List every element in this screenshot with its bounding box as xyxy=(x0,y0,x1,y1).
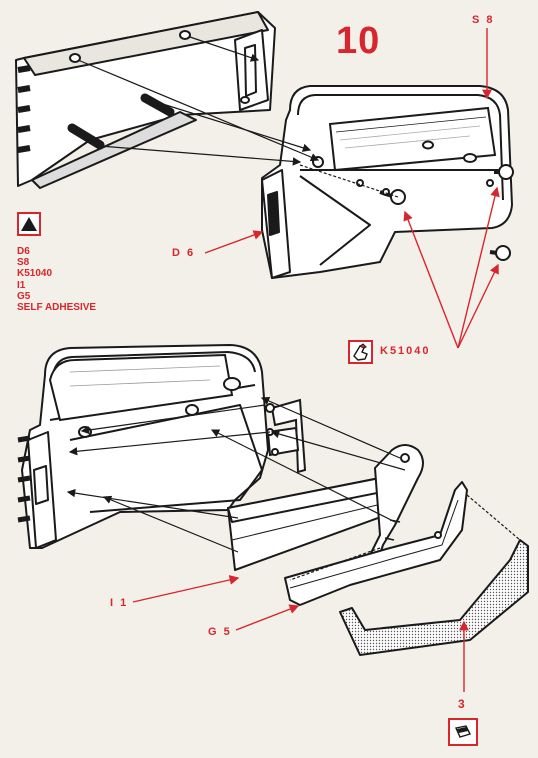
parts-list-item: K51040 xyxy=(17,268,53,280)
part3-box xyxy=(448,718,478,746)
parts-list-item: S8 xyxy=(17,257,30,269)
parts-list-item: I1 xyxy=(17,279,26,291)
warning-box xyxy=(17,212,41,236)
mounting-pins xyxy=(67,30,250,150)
callout-s8: S 8 xyxy=(472,14,495,26)
tool-box xyxy=(348,340,373,364)
upper-trim-bar xyxy=(369,444,424,561)
leader-lines-bottom xyxy=(132,575,469,692)
step-number: 10 xyxy=(336,20,381,62)
callout-d6: D 6 xyxy=(172,247,196,259)
handle-g5 xyxy=(284,481,468,606)
clear-panel-insert xyxy=(328,106,497,172)
warning-triangle-icon xyxy=(21,217,37,231)
callout-k51040: K51040 xyxy=(380,345,431,357)
callout-g5: G 5 xyxy=(208,626,232,638)
screws xyxy=(356,164,514,261)
adhesive-piece-3 xyxy=(339,539,529,656)
leader-lines-top xyxy=(204,28,500,349)
parts-list-item: D6 xyxy=(17,246,30,257)
parts-list-item: G5 xyxy=(17,290,31,302)
parts-list-item: SELF ADHESIVE xyxy=(17,302,97,314)
adhesive-strip-icon xyxy=(455,725,471,738)
callout-part3: 3 xyxy=(458,697,467,711)
parts-list: D6 S8 K51040 I1 G5 SELF ADHESIVE xyxy=(17,246,96,313)
assembly-lines-top xyxy=(77,36,399,198)
hand-tool-icon xyxy=(353,343,368,361)
assembly-lines-bottom xyxy=(66,397,521,581)
callout-i1: I 1 xyxy=(110,597,129,609)
